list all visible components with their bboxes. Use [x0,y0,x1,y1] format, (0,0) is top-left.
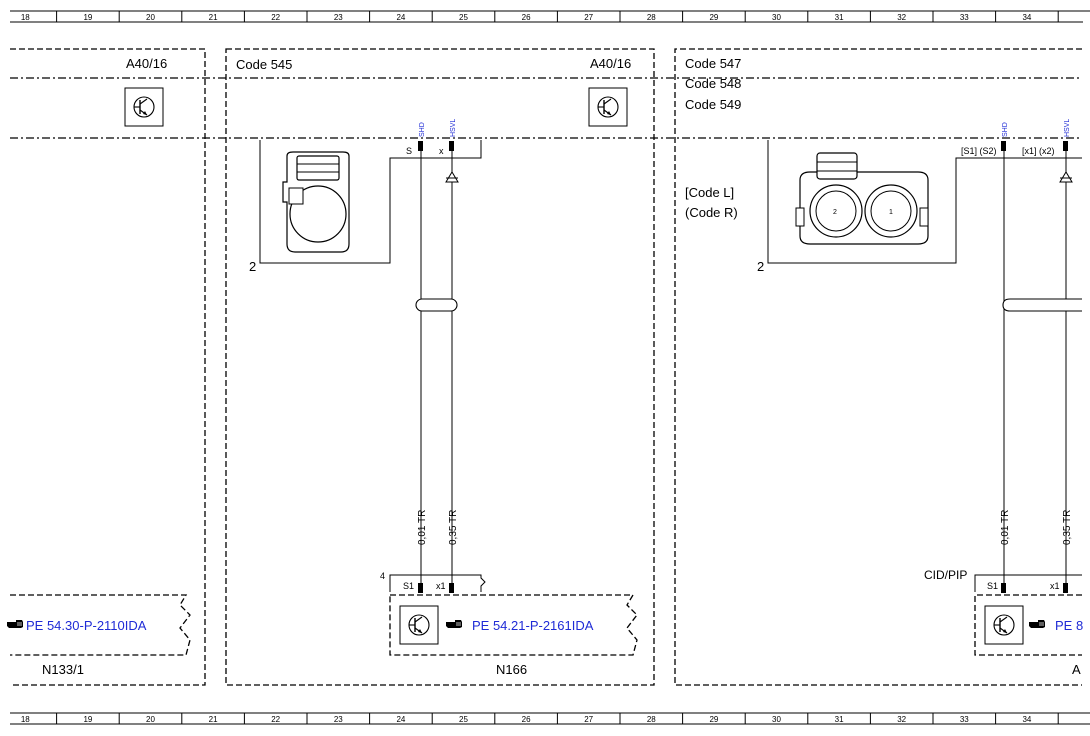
ruler-column-label: 25 [459,715,468,724]
right-variant-l: [Code L] [685,185,734,200]
mid-pin-shd: SHD [419,122,426,137]
transistor-module-icon [588,87,628,127]
middle-block: Code 545 A40/16 2 SHD HSVL S x 0,01 TR 0… [225,48,655,686]
mid-connector-number: 2 [249,259,256,274]
connector-double-plug-icon [795,152,929,245]
ruler-column-label: 31 [835,715,844,724]
ruler-column-label: 21 [209,13,218,22]
right-component-label: A [1072,662,1081,677]
left-block: A40/16 PE 54.30-P-2110IDA N133/1 [6,48,206,686]
ruler-column-label: 19 [83,715,92,724]
mid-component-label: N166 [496,662,527,677]
ruler-column-label: 22 [271,715,280,724]
ruler-column-label: 33 [960,715,969,724]
ruler-column-label: 23 [334,715,343,724]
right-cid-label: CID/PIP [924,568,967,582]
right-term-x1: x1 [1050,581,1060,591]
right-connector-housing [767,140,1082,264]
ruler-column-label: 32 [897,13,906,22]
right-pin-shd: SHD [1002,122,1009,137]
right-variant-r: (Code R) [685,205,738,220]
mid-pin-hsvl: HSVL [450,119,457,137]
right-terminal-strip [974,574,1082,592]
pointing-hand-icon [445,619,463,629]
right-wire-shd-label: 0,01 TR [1000,510,1011,545]
mid-wire-shd-label: 0,01 TR [417,510,428,545]
ruler-column-label: 20 [146,715,155,724]
ruler-column-label: 26 [522,13,531,22]
right-pin-x: [x1] (x2) [1022,146,1055,156]
mid-connector-housing [259,140,482,264]
transistor-module-icon [124,87,164,127]
right-block: Code 547 Code 548 Code 549 [Code L] (Cod… [674,48,1083,686]
left-component-label: N133/1 [42,662,84,677]
ruler-column-label: 28 [647,13,656,22]
right-term-s1: S1 [987,581,998,591]
mid-terminal-number: 4 [380,571,385,581]
ruler-column-label: 31 [835,13,844,22]
ruler-column-label: 30 [772,13,781,22]
right-link[interactable]: PE 8 [1055,618,1083,633]
left-link[interactable]: PE 54.30-P-2110IDA [26,618,147,633]
pointing-hand-icon [6,619,24,629]
ruler-column-label: 32 [897,715,906,724]
ruler-column-label: 21 [209,715,218,724]
ruler-column-label: 24 [396,715,405,724]
left-block-frame [10,48,206,686]
ruler-column-label: 23 [334,13,343,22]
right-code-2: Code 548 [685,76,741,91]
mid-term-x1: x1 [436,581,446,591]
mid-twist-marker [415,298,458,312]
mid-terminal-strip [389,574,486,592]
ruler-column-label: 18 [21,13,30,22]
mid-wire-hsvl-label: 0,35 TR [448,510,459,545]
right-pin-1: 1 [889,209,893,216]
left-block-ref: A40/16 [126,56,167,71]
ruler-column-label: 33 [960,13,969,22]
ruler-column-label: 34 [1022,715,1031,724]
ruler-column-label: 30 [772,715,781,724]
right-module-box [974,594,1082,656]
ruler-column-label: 18 [21,715,30,724]
ruler-column-label: 27 [584,13,593,22]
right-connector-number: 2 [757,259,764,274]
ruler-column-label: 34 [1022,13,1031,22]
ruler-bottom: 18 19 20 21 22 23 24 25 26 27 28 29 30 31 32 33 34 [10,712,1090,725]
transistor-module-icon [399,605,439,645]
mid-block-ref: A40/16 [590,56,631,71]
right-wire-hsvl-label: 0,35 TR [1062,510,1073,545]
connector-plug-icon [282,151,350,253]
mid-link[interactable]: PE 54.21-P-2161IDA [472,618,594,633]
ruler-column-label: 29 [709,715,718,724]
left-module-box [10,594,191,656]
mid-term-s1: S1 [403,581,414,591]
mid-module-box [389,594,638,656]
mid-block-frame [225,48,655,686]
right-code-3: Code 549 [685,97,741,112]
ruler-column-label: 27 [584,715,593,724]
right-twist-marker [1002,298,1082,312]
mid-pin-x: x [439,146,444,156]
right-pin-2: 2 [833,209,837,216]
ruler-column-label: 29 [709,13,718,22]
ruler-column-label: 25 [459,13,468,22]
ruler-column-label: 28 [647,715,656,724]
ruler-column-label: 19 [83,13,92,22]
right-pin-s: [S1] (S2) [961,146,997,156]
pointing-hand-icon [1028,619,1046,629]
ruler-column-label: 22 [271,13,280,22]
ruler-column-label: 26 [522,715,531,724]
right-block-frame [674,48,1082,686]
ruler-column-label: 24 [396,13,405,22]
right-pin-hsvl: HSVL [1064,119,1071,137]
ruler-top: 18 19 20 21 22 23 24 25 26 27 28 29 30 31 32 33 34 [10,10,1090,23]
right-code-1: Code 547 [685,56,741,71]
mid-code-label: Code 545 [236,57,292,72]
ruler-column-label: 20 [146,13,155,22]
transistor-module-icon [984,605,1024,645]
mid-pin-s: S [406,146,412,156]
